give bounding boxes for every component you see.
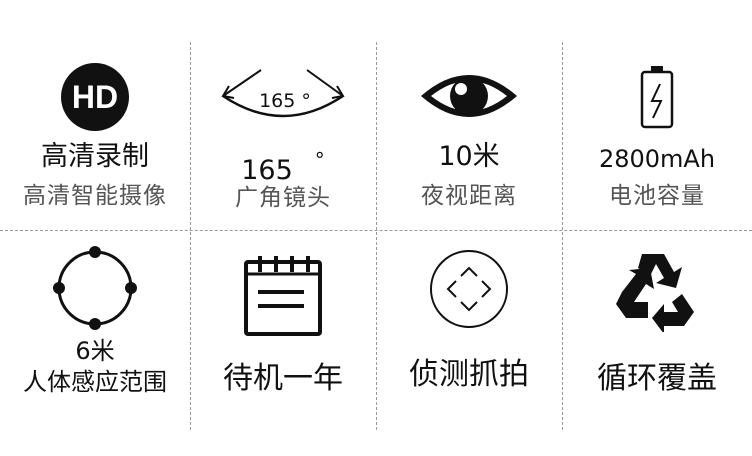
motion-range-icon	[53, 246, 137, 330]
feature-battery: 2800mAh 电池容量	[562, 0, 752, 230]
feature-subtitle: 电池容量	[609, 183, 705, 209]
svg-text:165 °: 165 °	[259, 90, 311, 112]
degree-symbol: °	[314, 148, 325, 172]
divider-vertical-2	[376, 42, 377, 430]
feature-title: 循环覆盖	[597, 361, 717, 396]
feature-title: 165 °	[190, 145, 376, 186]
divider-horizontal	[0, 230, 752, 231]
feature-standby: 待机一年	[190, 230, 376, 456]
divider-vertical-3	[562, 42, 563, 430]
calendar-icon	[244, 256, 322, 336]
feature-subtitle: 高清智能摄像	[23, 183, 167, 209]
feature-night-vision: 10米 夜视距离	[376, 0, 562, 230]
detect-capture-icon	[430, 250, 508, 328]
feature-subtitle: 人体感应范围	[23, 368, 167, 396]
recycle-icon	[616, 254, 694, 332]
feature-loop-overwrite: 循环覆盖	[562, 230, 752, 456]
feature-title: 待机一年	[223, 361, 343, 396]
hd-icon: HD	[61, 63, 129, 131]
feature-subtitle: 广角镜头	[235, 185, 331, 211]
feature-title: 侦测抓拍	[409, 357, 529, 392]
feature-title: 高清录制	[41, 141, 149, 172]
feature-wide-angle: 165 ° 165 ° 广角镜头	[190, 0, 376, 230]
feature-title: 2800mAh	[598, 145, 716, 173]
feature-subtitle: 夜视距离	[421, 183, 517, 209]
eye-icon	[421, 75, 517, 117]
feature-motion-range: 6米 人体感应范围	[0, 230, 190, 456]
feature-title: 10米	[438, 141, 500, 172]
wide-angle-icon: 165 °	[221, 69, 345, 118]
feature-title-value: 165	[241, 155, 293, 186]
battery-icon	[640, 66, 674, 129]
feature-title: 6米	[75, 337, 115, 365]
feature-hd: HD 高清录制 高清智能摄像	[0, 0, 190, 230]
divider-vertical-1	[190, 42, 191, 430]
svg-text:HD: HD	[72, 79, 118, 115]
feature-detect-capture: 侦测抓拍	[376, 230, 562, 456]
